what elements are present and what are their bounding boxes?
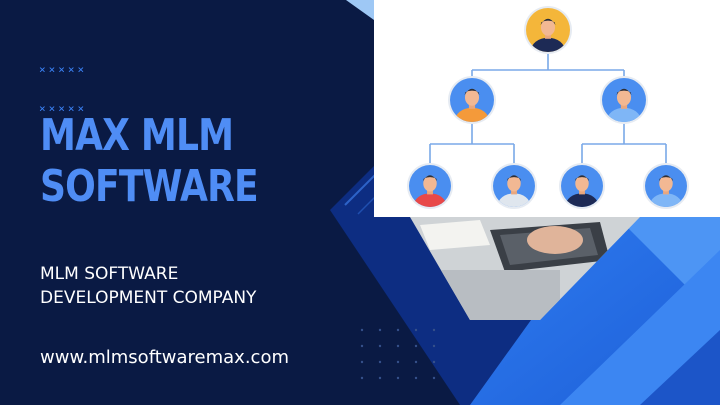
avatar-member-2 (491, 163, 537, 209)
website-url: www.mlmsoftwaremax.com (40, 347, 289, 368)
page-title: MAX MLM SOFTWARE (40, 110, 259, 212)
avatar-top (524, 6, 572, 54)
avatar-member-1 (407, 163, 453, 209)
people-hierarchy-icon (407, 6, 689, 209)
cross-row: ××××× (39, 63, 88, 76)
company-tagline: MLM SOFTWARE DEVELOPMENT COMPANY (40, 262, 256, 310)
cross-row: ××××× (39, 102, 88, 115)
title-line: MAX MLM (40, 110, 234, 161)
org-chart-panel (374, 0, 720, 217)
tagline-line: DEVELOPMENT COMPANY (40, 288, 257, 308)
avatar-member-3 (559, 163, 605, 209)
avatar-left-manager (448, 76, 496, 124)
decorative-cross-pattern: ××××× ××××× (39, 37, 87, 128)
avatar-right-manager (600, 76, 648, 124)
avatar-member-4 (643, 163, 689, 209)
tagline-line: MLM SOFTWARE (40, 264, 179, 284)
title-line: SOFTWARE (40, 161, 259, 212)
